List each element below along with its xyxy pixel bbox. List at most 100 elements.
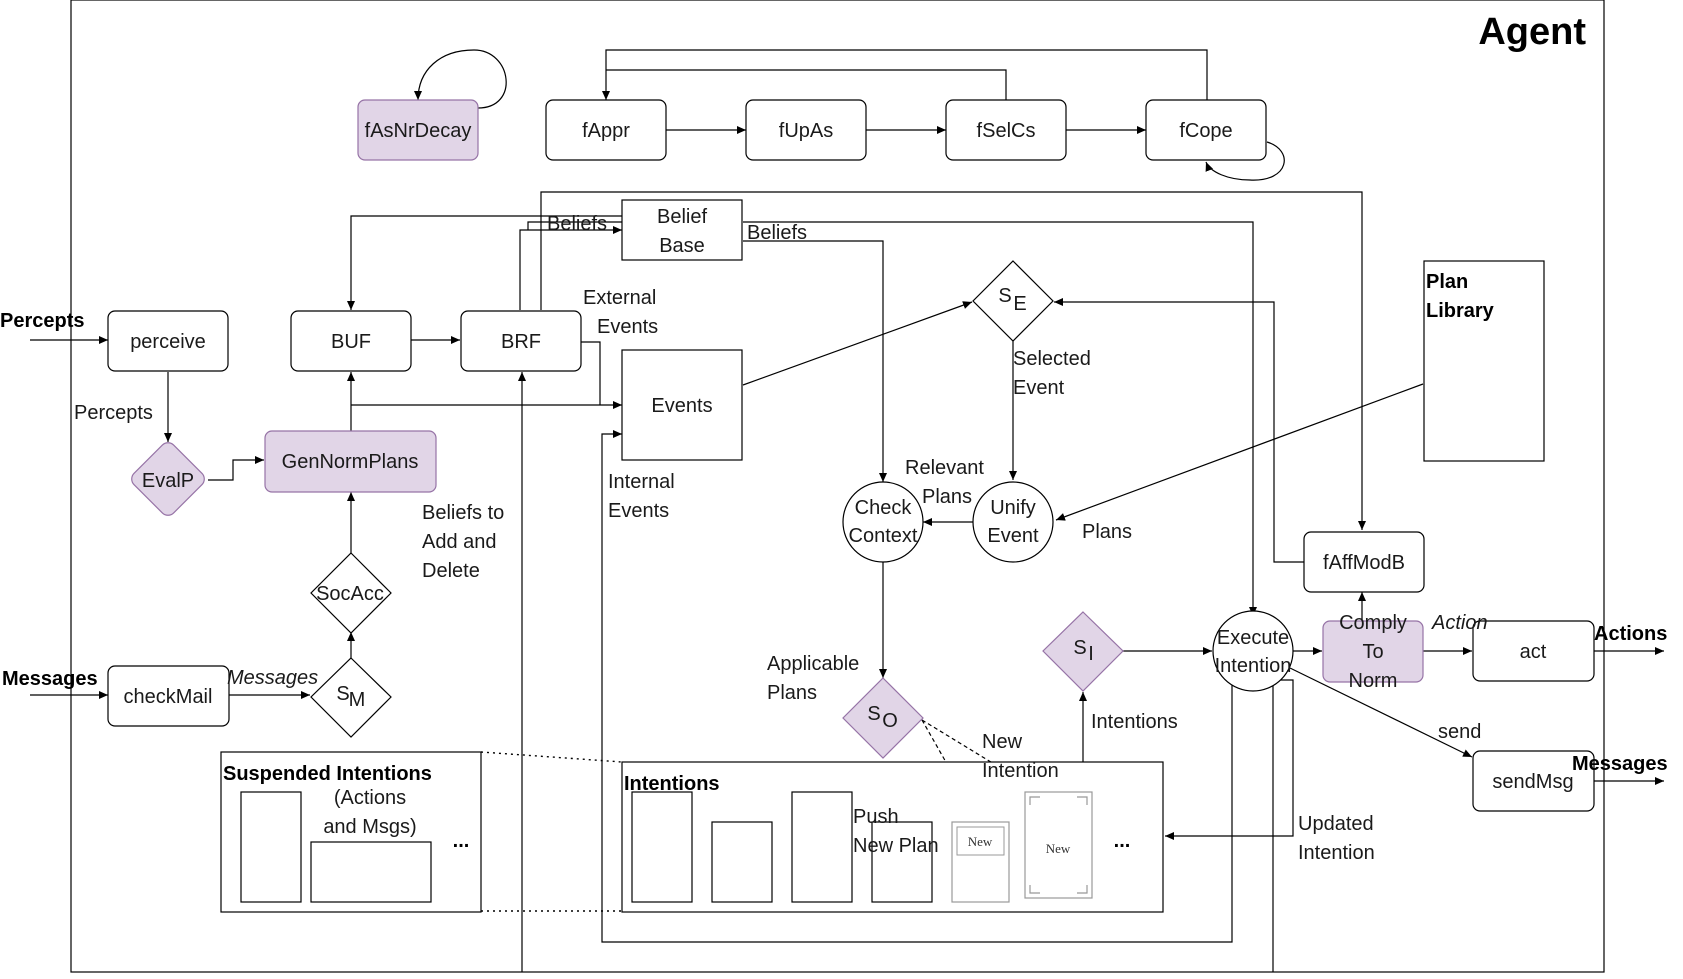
svg-text:S: S (1073, 637, 1086, 659)
messages-input-label: Messages (2, 668, 98, 690)
svg-text:checkMail: checkMail (124, 686, 213, 708)
svg-text:fCope: fCope (1179, 120, 1232, 142)
intentions-label: Intentions (1091, 711, 1178, 733)
svg-text:act: act (1520, 641, 1547, 663)
messages-italic-label: Messages (227, 667, 318, 689)
node-fcope: fCope (1145, 99, 1267, 161)
svg-text:Add and: Add and (422, 531, 497, 553)
svg-text:Base: Base (659, 235, 705, 257)
svg-text:Norm: Norm (1349, 670, 1398, 692)
svg-text:BUF: BUF (331, 331, 371, 353)
svg-text:To: To (1362, 641, 1383, 663)
node-fappr: fAppr (545, 99, 667, 161)
percepts-input-label: Percepts (0, 310, 85, 332)
edge-labels: Percepts Messages Percepts Messages Beli… (0, 213, 1668, 864)
node-faffmodb: fAffModB (1303, 531, 1425, 593)
new-plan-card: New (951, 821, 1010, 903)
node-events: Events (621, 349, 743, 461)
node-si: S I (1042, 611, 1124, 692)
actions-output-label: Actions (1594, 623, 1667, 645)
svg-text:GenNormPlans: GenNormPlans (282, 451, 419, 473)
svg-text:Intentions: Intentions (624, 773, 720, 795)
push-new-plan-label: Push (853, 806, 899, 828)
updated-intention-label: Updated (1298, 813, 1374, 835)
node-sm: S M (310, 657, 392, 738)
svg-text:Intention: Intention (982, 760, 1059, 782)
suspended-stack-1 (240, 791, 302, 903)
node-socacc: SocAcc (310, 552, 392, 634)
svg-text:...: ... (453, 830, 470, 852)
selected-event-label: Selected (1013, 348, 1091, 370)
plans-label: Plans (1082, 521, 1132, 543)
action-italic-label: Action (1431, 612, 1488, 634)
svg-text:Plan: Plan (1426, 271, 1468, 293)
svg-text:S: S (867, 703, 880, 725)
node-check-context: Check Context (842, 481, 924, 563)
internal-events-label: Internal (608, 471, 675, 493)
node-fupas: fUpAs (745, 99, 867, 161)
svg-text:Events: Events (597, 316, 658, 338)
svg-text:fAppr: fAppr (582, 120, 630, 142)
node-gennormplans: GenNormPlans (264, 430, 437, 493)
svg-text:fSelCs: fSelCs (977, 120, 1036, 142)
svg-text:BRF: BRF (501, 331, 541, 353)
svg-text:Event: Event (1013, 377, 1065, 399)
svg-text:Events: Events (651, 395, 712, 417)
svg-text:Library: Library (1426, 300, 1495, 322)
svg-text:Context: Context (849, 525, 918, 547)
messages-output-label: Messages (1572, 753, 1668, 775)
node-plan-library: Plan Library (1423, 260, 1545, 462)
suspended-intentions-panel: Suspended Intentions (Actions and Msgs) … (220, 751, 482, 913)
svg-text:S: S (998, 285, 1011, 307)
node-unify-event: Unify Event (972, 481, 1054, 563)
svg-text:E: E (1013, 293, 1026, 315)
svg-text:sendMsg: sendMsg (1492, 771, 1573, 793)
intention-stack-2 (711, 821, 773, 903)
svg-text:Plans: Plans (767, 682, 817, 704)
svg-text:fUpAs: fUpAs (779, 120, 833, 142)
node-buf: BUF (290, 310, 412, 372)
node-belief-base: Belief Base (621, 199, 743, 261)
svg-text:O: O (882, 710, 898, 732)
beliefs-left-label: Beliefs (547, 213, 607, 235)
agent-title: Agent (1478, 11, 1586, 53)
node-comply-to-norm: Comply To Norm (1322, 612, 1424, 692)
node-execute-intention: Execute Intention (1212, 610, 1294, 692)
beliefs-add-delete-label: Beliefs to (422, 502, 504, 524)
new-intention-label: New (982, 731, 1023, 753)
svg-text:Intention: Intention (1215, 655, 1292, 677)
svg-text:...: ... (1114, 830, 1131, 852)
intention-stack-3 (791, 791, 853, 903)
svg-text:New: New (1046, 841, 1071, 856)
svg-text:S: S (336, 683, 349, 705)
node-se: S E (972, 260, 1054, 342)
svg-text:and Msgs): and Msgs) (323, 816, 416, 838)
intentions-panel: Intentions New New ... (621, 761, 1164, 913)
svg-text:Unify: Unify (990, 497, 1036, 519)
applicable-plans-label: Applicable (767, 653, 859, 675)
svg-text:New Plan: New Plan (853, 835, 939, 857)
svg-text:fAsNrDecay: fAsNrDecay (365, 120, 472, 142)
beliefs-right-label: Beliefs (747, 222, 807, 244)
send-label: send (1438, 721, 1481, 743)
intention-stack-1 (631, 791, 693, 903)
external-events-label: External (583, 287, 656, 309)
svg-text:perceive: perceive (130, 331, 206, 353)
new-intention-card: New (1024, 791, 1093, 899)
svg-text:New: New (968, 834, 993, 849)
svg-text:Check: Check (855, 497, 913, 519)
svg-text:SocAcc: SocAcc (316, 583, 384, 605)
svg-text:Event: Event (987, 525, 1039, 547)
svg-text:Events: Events (608, 500, 669, 522)
svg-text:Intention: Intention (1298, 842, 1375, 864)
node-so: S O (842, 677, 924, 759)
svg-text:Belief: Belief (657, 206, 707, 228)
svg-text:Execute: Execute (1217, 627, 1289, 649)
svg-text:fAffModB: fAffModB (1323, 552, 1405, 574)
node-perceive: perceive (107, 310, 229, 372)
svg-text:EvalP: EvalP (142, 470, 194, 492)
intention-stack-4 (871, 821, 933, 903)
node-fselcs: fSelCs (945, 99, 1067, 161)
percepts-label: Percepts (74, 402, 153, 424)
node-evalp: EvalP (131, 442, 205, 516)
